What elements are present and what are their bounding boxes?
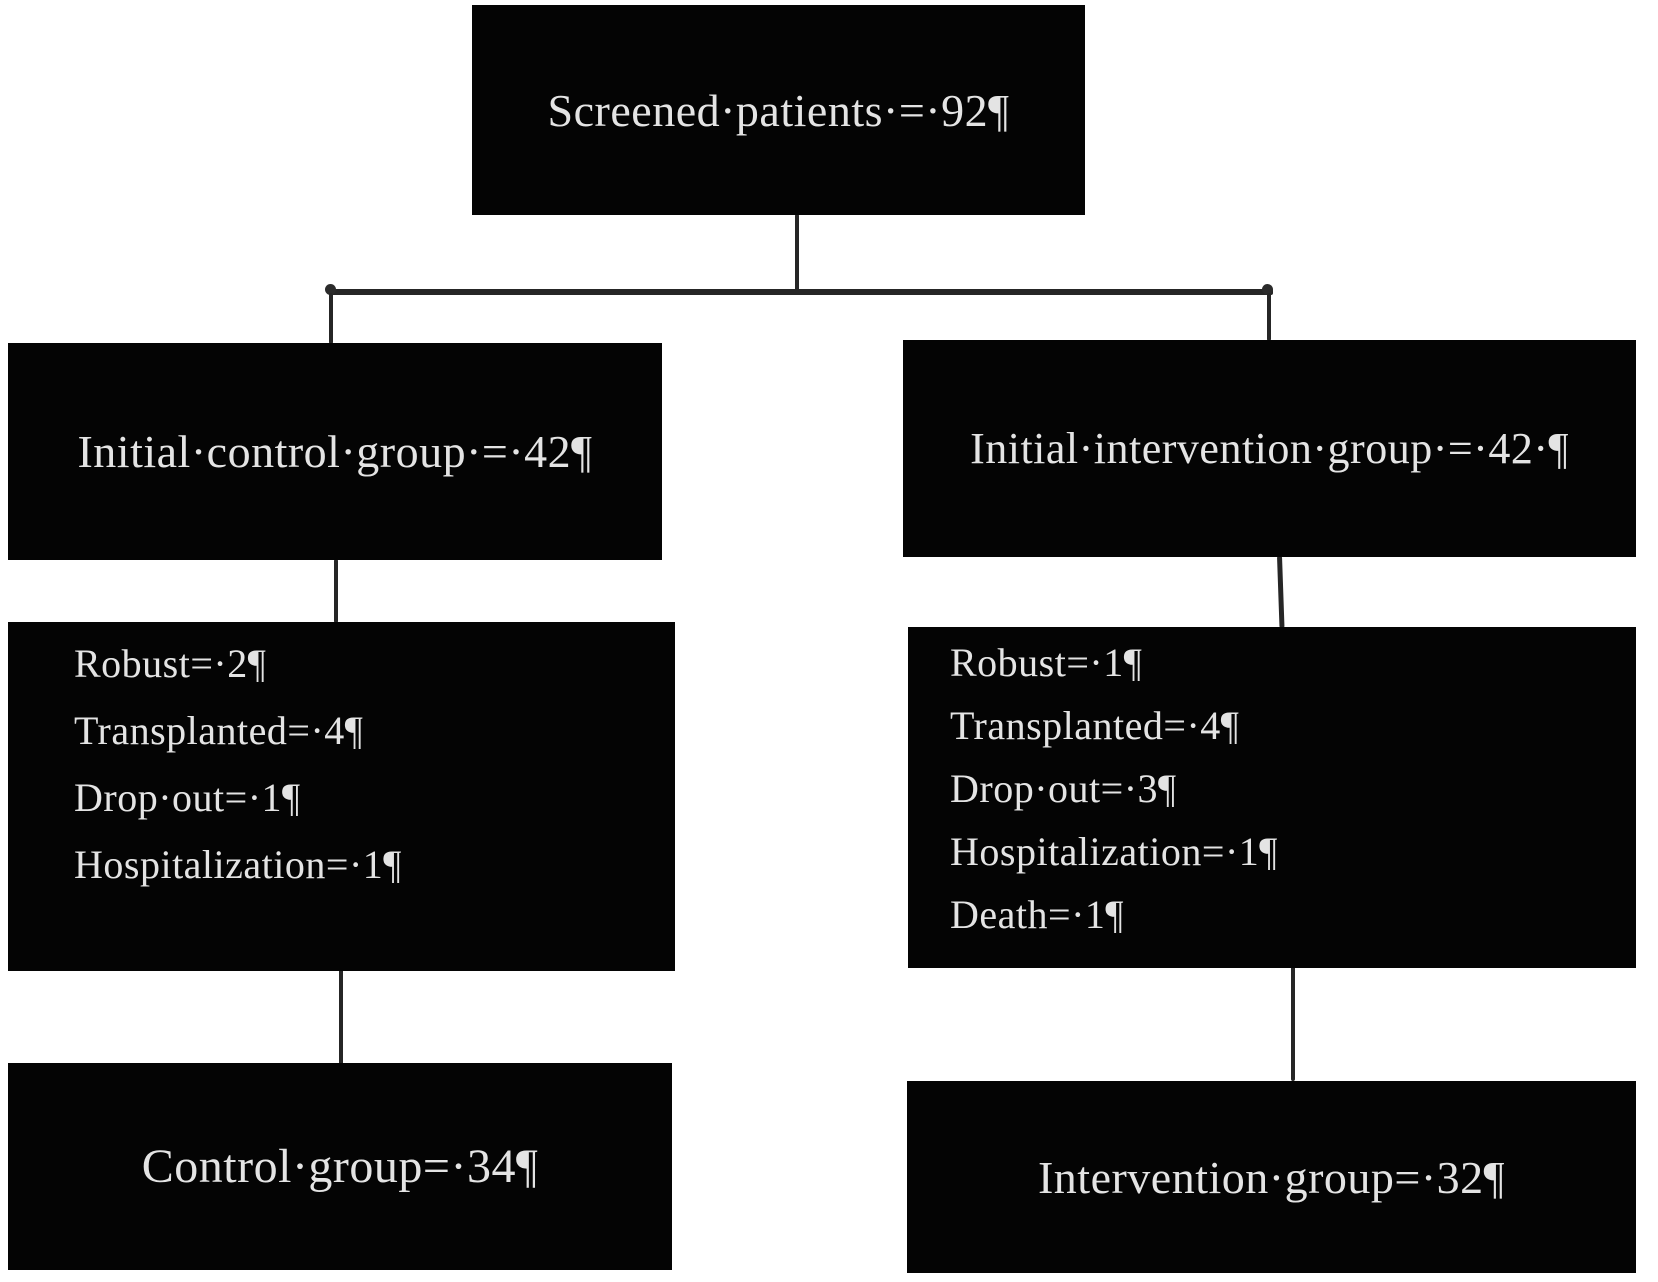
outcome-line: Drop·out=·3¶: [950, 766, 1177, 811]
outcome-line: Drop·out=·1¶: [74, 775, 301, 820]
initial-intervention-group-label: Initial·intervention·group·=·42·¶: [970, 424, 1569, 473]
outcome-line: Transplanted=·4¶: [74, 708, 364, 753]
initial-control-group-label: Initial·control·group·=·42¶: [77, 426, 593, 477]
outcome-line: Death=·1¶: [950, 892, 1125, 937]
outcome-line: Robust=·2¶: [74, 641, 267, 686]
screened-patients-label: Screened·patients·=·92¶: [547, 84, 1010, 136]
connector-outcomes-to-control-final: [339, 969, 343, 1065]
connector-left-drop: [329, 293, 333, 344]
outcome-line: Hospitalization=·1¶: [74, 842, 402, 887]
outcome-line: Transplanted=·4¶: [950, 703, 1240, 748]
intervention-group-final-box: Intervention·group=·32¶: [907, 1081, 1636, 1273]
connector-top-stub: [795, 214, 799, 293]
screened-patients-box: Screened·patients·=·92¶: [472, 5, 1085, 215]
outcome-line: Hospitalization=·1¶: [950, 829, 1278, 874]
control-group-final-label: Control·group=·34¶: [141, 1140, 539, 1193]
connector-outcomes-to-intervention-final: [1291, 966, 1295, 1081]
intervention-outcomes-box: Robust=·1¶ Transplanted=·4¶ Drop·out=·3¶…: [908, 627, 1636, 968]
connector-left-junction-nub: [325, 284, 336, 295]
control-outcomes-box: Robust=·2¶ Transplanted=·4¶ Drop·out=·1¶…: [8, 622, 675, 971]
outcome-line: Robust=·1¶: [950, 640, 1143, 685]
connector-control-to-outcomes: [334, 559, 338, 623]
initial-control-group-box: Initial·control·group·=·42¶: [8, 343, 662, 560]
intervention-group-final-label: Intervention·group=·32¶: [1037, 1151, 1506, 1203]
connector-right-drop: [1267, 293, 1271, 341]
connector-horizontal-rail: [329, 289, 1273, 295]
initial-intervention-group-box: Initial·intervention·group·=·42·¶: [903, 340, 1636, 557]
connector-intervention-to-outcomes: [1277, 555, 1285, 629]
control-group-final-box: Control·group=·34¶: [8, 1063, 672, 1270]
connector-right-junction-nub: [1262, 284, 1273, 295]
